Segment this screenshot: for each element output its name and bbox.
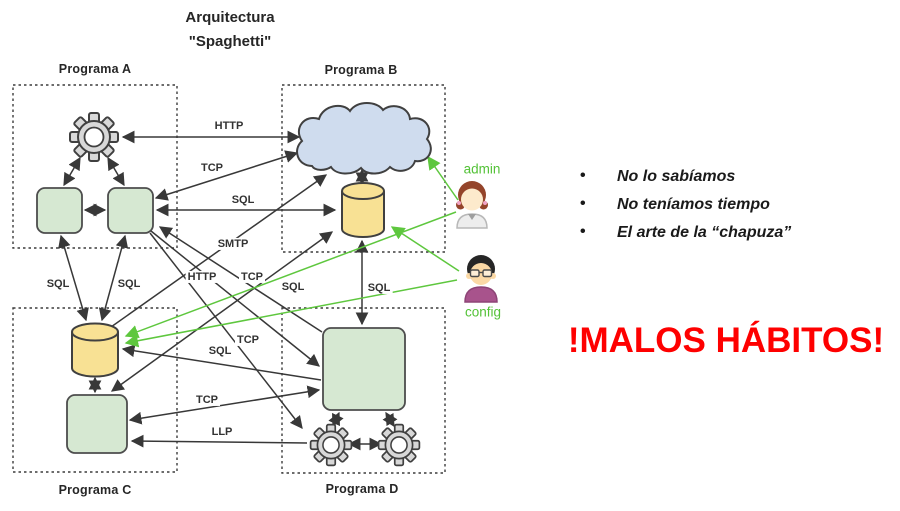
arrow-sql-moduleC-dbB (110, 231, 334, 392)
arrow-config-dbB (390, 226, 460, 272)
arrow-tcp-moduleA-cloud (154, 150, 299, 201)
bullet-icon: • (580, 167, 586, 184)
arrow-gearA-module1 (63, 156, 81, 187)
protocol-arrows (58, 130, 398, 451)
bullet-icon: • (580, 195, 586, 212)
edge-label-tcp: TCP (235, 333, 261, 347)
edge-label-sql: SQL (44, 277, 72, 291)
edge-label-sql: SQL (115, 277, 143, 291)
arrow-sql-module1-dbC (58, 234, 89, 322)
module-box (107, 187, 154, 234)
edge-label-sql: SQL (229, 193, 257, 207)
program-c-box (12, 307, 178, 473)
gear-icon (69, 112, 119, 162)
warning-text: !MALOS HÁBITOS! (567, 321, 885, 360)
program-c-label: Programa C (58, 483, 132, 497)
program-a-box (12, 84, 178, 249)
note-text: No lo sabíamos (617, 168, 736, 185)
arrow-llp-gearD-moduleC (130, 434, 308, 448)
arrow-admin-cloud (427, 155, 459, 201)
config-label: config (464, 304, 502, 320)
note-text: El arte de la “chapuza” (617, 224, 792, 241)
edge-label-tcp: TCP (199, 161, 225, 175)
config-user-icon (464, 255, 498, 303)
arrow-gearA-module2 (107, 156, 125, 187)
arrow-http-moduleA-moduleD (150, 230, 320, 367)
arrow-tcp-moduleC-moduleD (128, 385, 321, 425)
gear-icon (377, 423, 421, 467)
notes-list: • No lo sabíamos • No teníamos tiempo • El … (580, 167, 792, 252)
actor-arrows (124, 155, 460, 348)
arrow-sql-moduleD-dbC (121, 344, 322, 381)
note-text: No teníamos tiempo (617, 196, 770, 213)
database-cylinder-icon (341, 182, 385, 238)
edge-label-smtp: SMTP (215, 237, 251, 251)
arrow-smtp-dbC-cloud (110, 174, 328, 328)
arrow-moduleD-gearD2 (382, 411, 398, 428)
title-line-2: "Spaghetti" (188, 33, 272, 50)
program-a-label: Programa A (58, 62, 132, 76)
edge-label-http: HTTP (212, 119, 246, 133)
module-box (322, 327, 406, 411)
edge-label-tcp: TCP (194, 393, 220, 407)
edge-label-http: HTTP (185, 270, 219, 284)
module-box (36, 187, 83, 234)
arrow-admin-dbC (124, 211, 457, 339)
edge-label-sql: SQL (206, 344, 234, 358)
list-item: • El arte de la “chapuza” (580, 223, 792, 242)
edge-label-sql: SQL (365, 281, 393, 295)
cloud-icon (296, 102, 432, 175)
database-cylinder-icon (71, 322, 119, 378)
arrow-tcp-moduleA-gearD (149, 232, 303, 430)
slide-title: Arquitectura "Spaghetti" (150, 6, 310, 54)
spaghetti-diagram (12, 84, 498, 474)
bullet-icon: • (580, 223, 586, 240)
module-boxes (36, 187, 406, 454)
edge-label-tcp: TCP (239, 270, 265, 284)
gear-icon (309, 423, 353, 467)
arrow-config-dbC (124, 279, 458, 348)
admin-user-icon (456, 181, 488, 229)
title-line-1: Arquitectura (185, 9, 275, 26)
program-b-label: Programa B (324, 63, 398, 77)
list-item: • No teníamos tiempo (580, 195, 791, 214)
admin-label: admin (463, 161, 501, 177)
edge-label-sql: SQL (279, 280, 307, 294)
program-d-label: Programa D (325, 482, 399, 496)
module-box (66, 394, 128, 454)
list-item: • No lo sabíamos (580, 167, 791, 186)
edge-label-llp: LLP (209, 425, 235, 439)
